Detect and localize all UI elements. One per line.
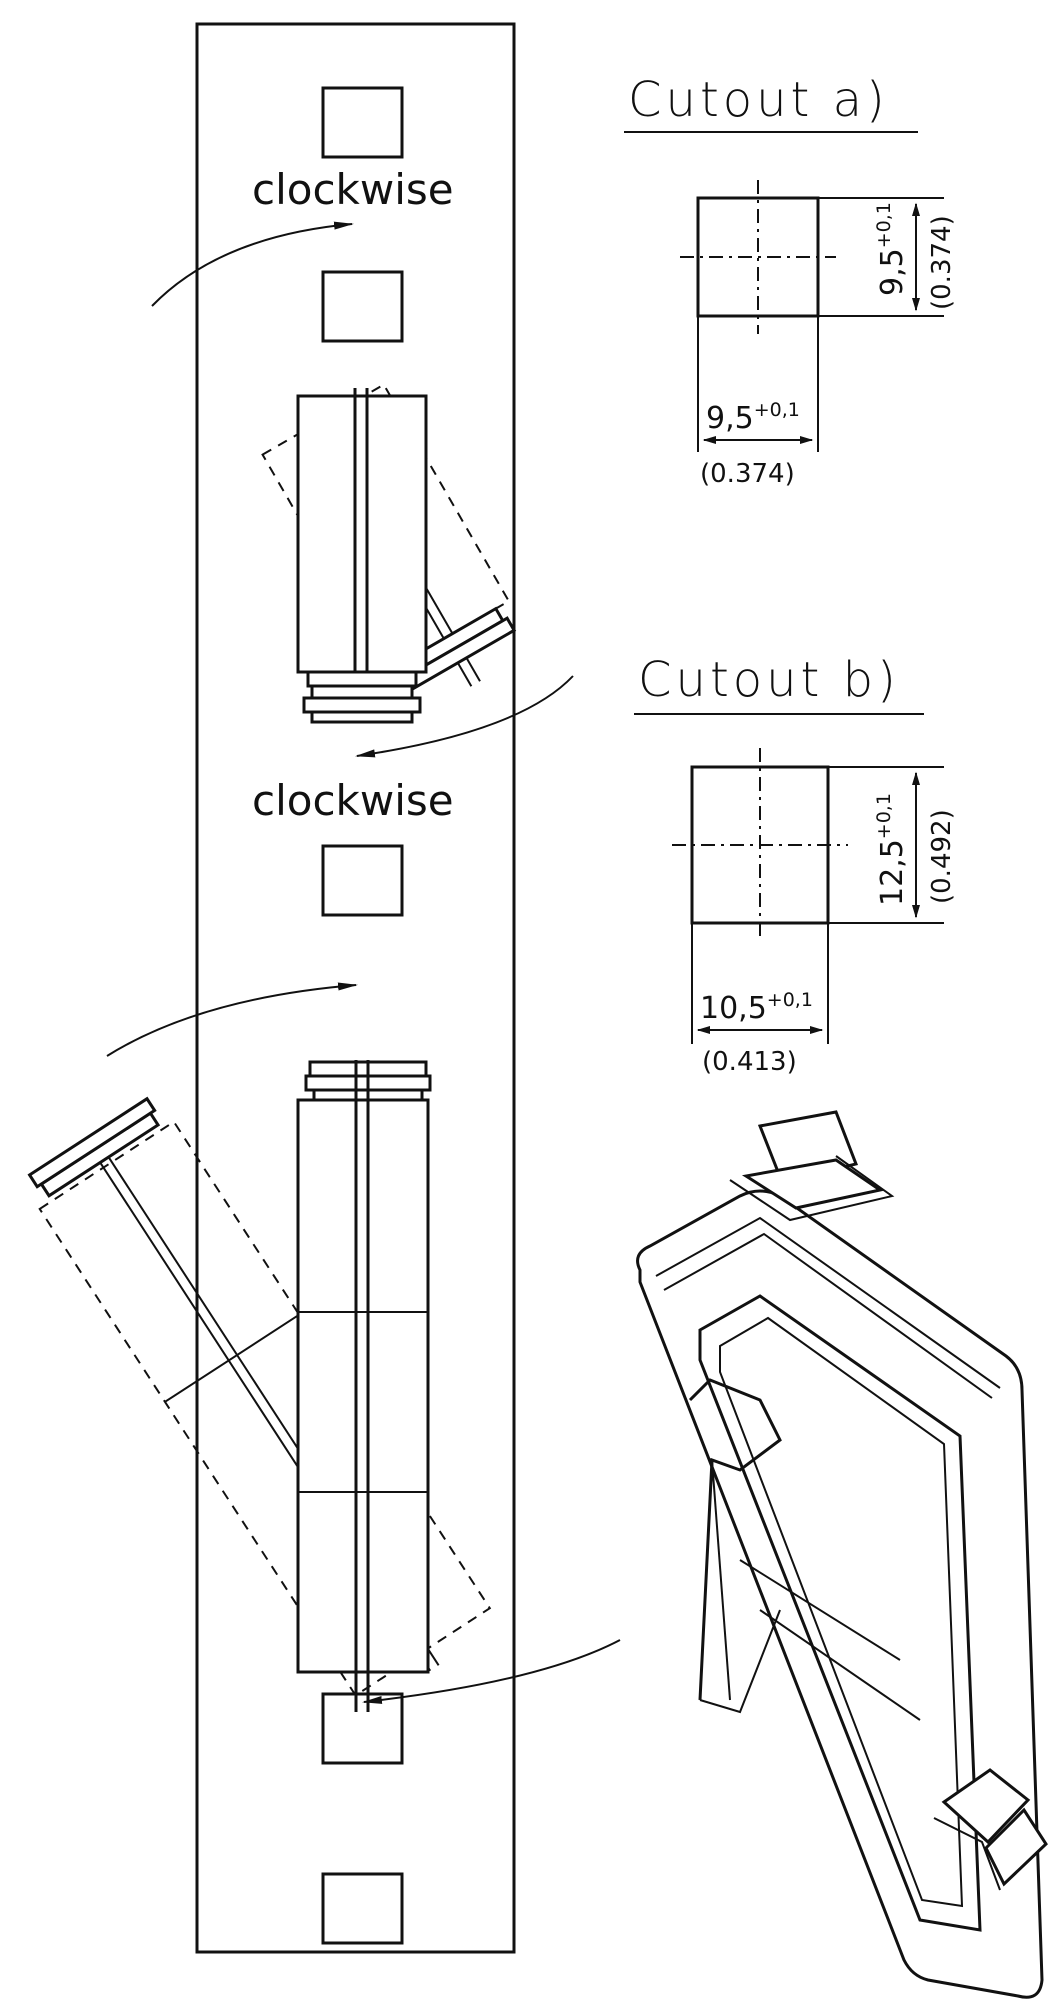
- cutout-a-width: 9,5+0,1: [706, 399, 800, 436]
- rotation-arrow: [151, 221, 354, 307]
- rotation-arrow: [106, 982, 358, 1057]
- clockwise-label-top: clockwise: [252, 165, 454, 214]
- panel-cutout: [321, 1692, 404, 1765]
- panel-cutout: [321, 1872, 404, 1945]
- cutout-a-width-inch: (0.374): [700, 459, 795, 489]
- cutout-b-width-inch: (0.413): [702, 1047, 797, 1077]
- clockwise-label-middle: clockwise: [252, 776, 454, 825]
- mounting-panel: clockwise clockwise: [106, 22, 621, 1954]
- cutout-a: Cutout a) 9,5+0,1 (0.374) 9,5+0,1 (0.374…: [624, 72, 957, 489]
- panel-outline: [195, 22, 516, 1954]
- cutout-b-width: 10,5+0,1: [700, 989, 813, 1026]
- panel-cutout: [321, 844, 404, 917]
- cutout-b-height: 12,5+0,1: [873, 793, 910, 906]
- cutout-b: Cutout b) 12,5+0,1 (0.492) 10,5+0,1 (0.4…: [634, 652, 957, 1077]
- cutout-a-height: 9,5+0,1: [873, 202, 910, 296]
- cutout-a-height-inch: (0.374): [927, 215, 957, 310]
- clip-isometric-view: [636, 1110, 1048, 1999]
- upper-clip: [261, 383, 517, 724]
- panel-cutout: [321, 86, 404, 159]
- cutout-b-title: Cutout b): [638, 652, 900, 708]
- panel-cutout: [321, 270, 404, 343]
- lower-clip: [27, 1060, 492, 1712]
- cutout-a-title: Cutout a): [628, 72, 889, 128]
- rotation-arrow: [355, 675, 574, 758]
- rotation-arrow: [362, 1639, 621, 1704]
- cutout-b-height-inch: (0.492): [927, 809, 957, 904]
